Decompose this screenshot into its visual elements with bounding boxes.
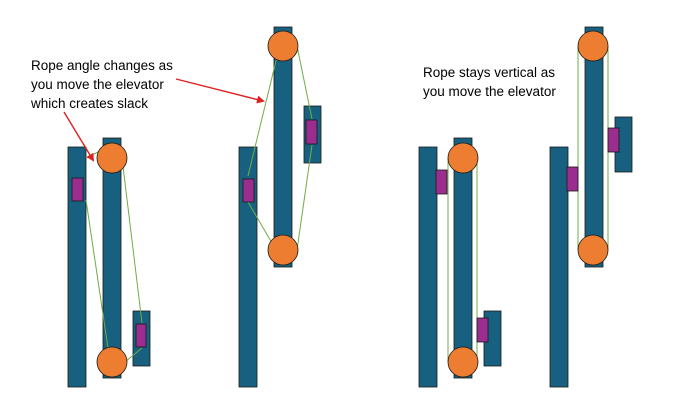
pulley xyxy=(267,30,299,62)
slider-block xyxy=(607,127,620,153)
pulley xyxy=(96,142,128,174)
slack-note: Rope angle changes as you move the eleva… xyxy=(31,56,173,113)
vertical-note-line: you move the elevator xyxy=(423,84,556,99)
slack-note-line: Rope angle changes as xyxy=(31,58,173,73)
fixed-rail xyxy=(238,146,258,388)
rope xyxy=(296,45,313,120)
pulley xyxy=(577,30,609,62)
slider-block xyxy=(476,317,489,343)
slack-note-line: you move the elevator xyxy=(31,77,164,92)
fixed-rail xyxy=(67,146,87,388)
arrow-to-low-diagram xyxy=(63,111,95,162)
moving-rail xyxy=(453,137,473,379)
rope xyxy=(296,144,313,251)
slider-block xyxy=(435,169,448,195)
diagram-angled-low xyxy=(67,137,151,388)
fixed-rail xyxy=(549,146,569,388)
diagram-vertical-high xyxy=(549,26,633,388)
slack-note-line: which creates slack xyxy=(31,96,149,111)
moving-rail xyxy=(273,26,293,268)
rope xyxy=(85,199,113,376)
slider-block xyxy=(135,323,147,348)
vertical-note: Rope stays vertical as you move the elev… xyxy=(423,63,556,101)
rope xyxy=(121,157,143,324)
moving-rail xyxy=(102,137,122,379)
fixed-rail xyxy=(418,146,438,388)
slider-block xyxy=(242,178,255,203)
arrow-to-high-diagram xyxy=(175,78,265,104)
moving-rail xyxy=(584,26,604,268)
slider-block xyxy=(305,119,318,145)
pulley xyxy=(447,346,479,378)
diagram-angled-high xyxy=(238,26,322,388)
slider-block xyxy=(71,177,84,202)
pulley xyxy=(577,234,609,266)
vertical-note-line: Rope stays vertical as xyxy=(423,65,556,80)
pulley xyxy=(447,142,479,174)
rope xyxy=(124,347,143,363)
diagram-vertical-low xyxy=(418,137,502,388)
pulley xyxy=(96,346,128,378)
slider-block xyxy=(566,166,579,192)
pulley xyxy=(267,234,299,266)
